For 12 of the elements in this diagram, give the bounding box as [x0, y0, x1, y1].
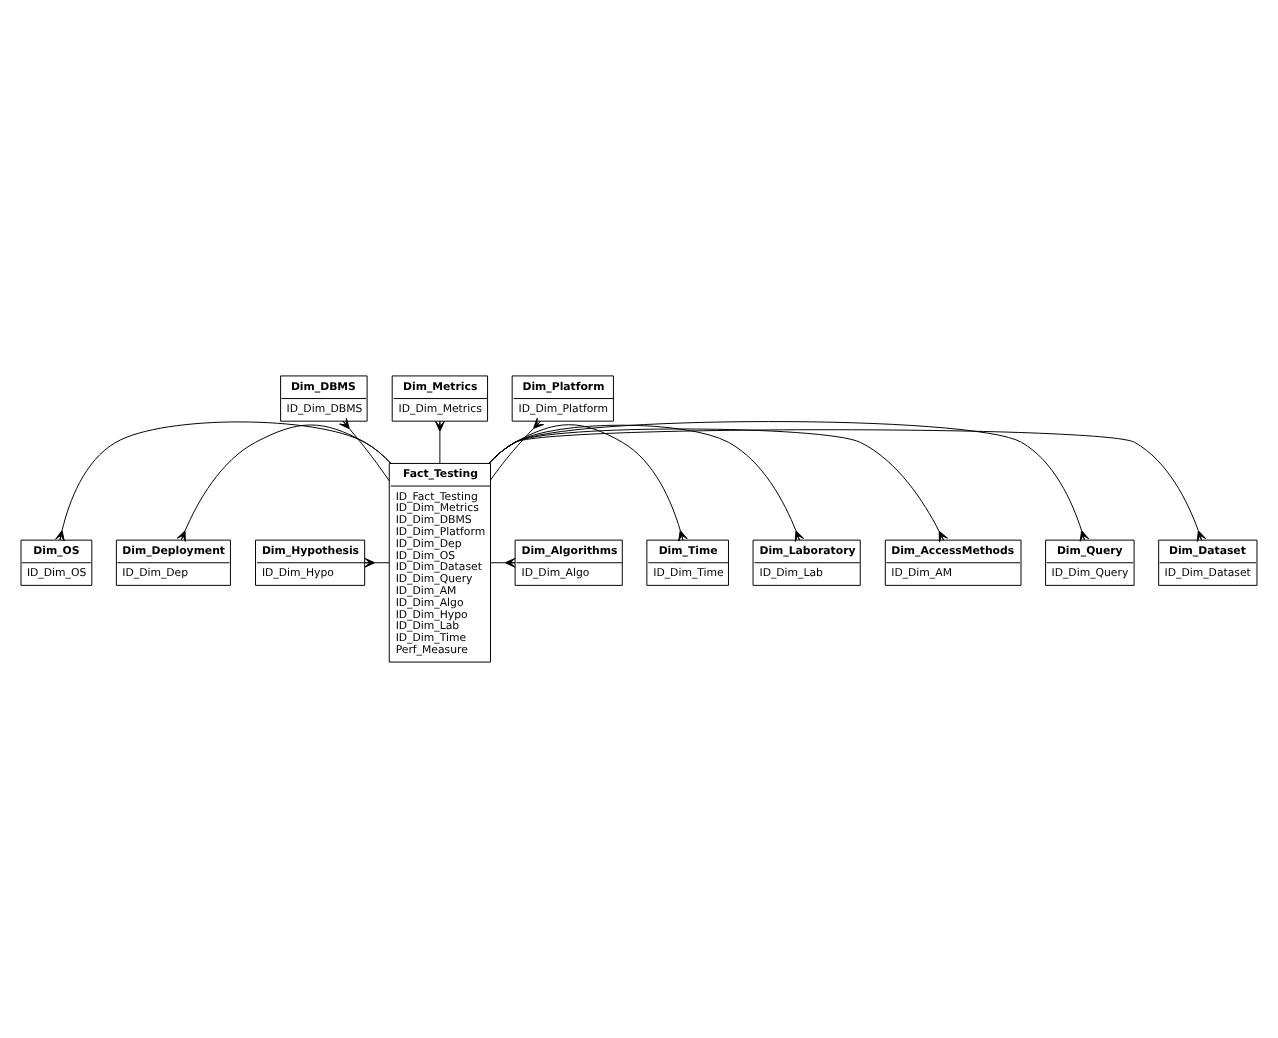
connector	[339, 417, 390, 482]
connector	[488, 421, 1090, 542]
connector	[176, 424, 392, 543]
connector	[488, 429, 1207, 542]
connector	[55, 421, 392, 542]
connector	[488, 428, 948, 543]
connector	[434, 420, 445, 464]
connector	[488, 424, 805, 543]
connector	[490, 557, 516, 568]
connector	[364, 557, 390, 568]
connector	[488, 424, 688, 542]
connector	[490, 417, 544, 481]
